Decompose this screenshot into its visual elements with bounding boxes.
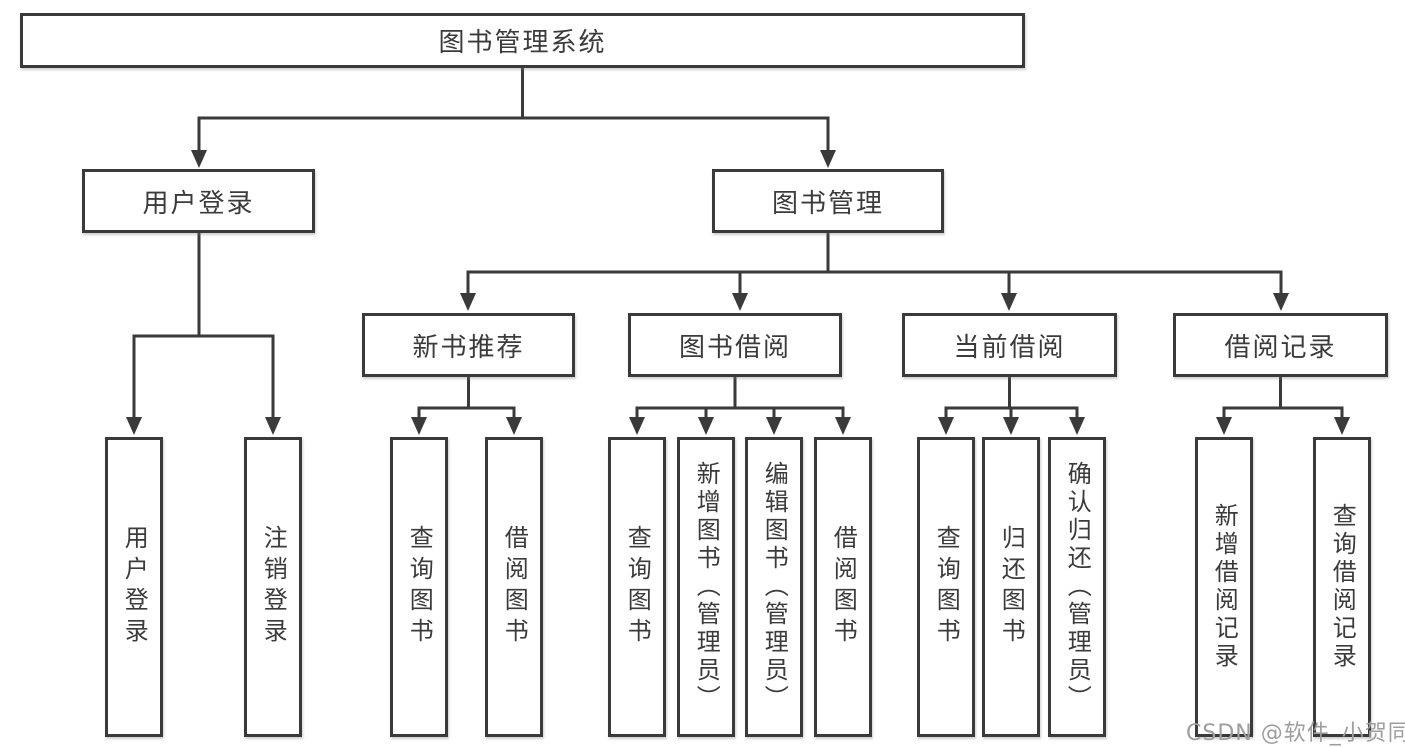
node-current-borrow: 当前借阅 <box>902 313 1117 377</box>
node-book-borrow-label: 图书借阅 <box>678 332 791 363</box>
leaf-label: 查询图书 <box>405 525 434 649</box>
leaf-user-login: 用户登录 <box>105 437 163 737</box>
leaf-query-books-3: 查询图书 <box>917 437 975 737</box>
leaf-query-books-2: 查询图书 <box>608 437 666 737</box>
node-root: 图书管理系统 <box>20 13 1025 68</box>
leaf-label: 注销登录 <box>259 525 288 649</box>
watermark-text: CSDN @软件_小贺同学 <box>1186 721 1405 746</box>
arrowheads <box>126 150 1350 435</box>
leaf-return-books: 归还图书 <box>982 437 1040 737</box>
node-current-borrow-label: 当前借阅 <box>953 332 1066 363</box>
leaf-label: 确认归还（管理员） <box>1063 461 1092 713</box>
node-user-login-label: 用户登录 <box>142 188 255 219</box>
leaf-label: 归还图书 <box>997 525 1026 649</box>
node-user-login: 用户登录 <box>82 169 315 233</box>
leaf-label: 借阅图书 <box>500 525 529 649</box>
leaf-label: 新增借阅记录 <box>1210 503 1239 671</box>
leaf-label: 查询图书 <box>623 525 652 649</box>
node-book-management-label: 图书管理 <box>771 188 884 219</box>
leaf-edit-books-admin: 编辑图书（管理员） <box>745 437 803 737</box>
leaf-add-borrow-record: 新增借阅记录 <box>1195 437 1253 737</box>
node-book-management: 图书管理 <box>712 169 944 233</box>
leaf-borrow-books-2: 借阅图书 <box>814 437 872 737</box>
leaf-label: 查询借阅记录 <box>1328 503 1357 671</box>
leaf-add-books-admin: 新增图书（管理员） <box>677 437 735 737</box>
node-borrow-records: 借阅记录 <box>1173 313 1388 377</box>
leaf-label: 编辑图书（管理员） <box>760 461 789 713</box>
node-new-book-recommend-label: 新书推荐 <box>412 332 525 363</box>
node-new-book-recommend: 新书推荐 <box>362 313 575 377</box>
leaf-query-books: 查询图书 <box>390 437 448 737</box>
leaf-label: 查询图书 <box>932 525 961 649</box>
node-borrow-records-label: 借阅记录 <box>1224 332 1337 363</box>
node-book-borrow: 图书借阅 <box>628 313 842 377</box>
leaf-label: 新增图书（管理员） <box>692 461 721 713</box>
node-root-label: 图书管理系统 <box>438 28 607 58</box>
leaf-label: 借阅图书 <box>829 525 858 649</box>
leaf-confirm-return-admin: 确认归还（管理员） <box>1048 437 1106 737</box>
leaf-label: 用户登录 <box>120 525 149 649</box>
leaf-logout: 注销登录 <box>244 437 302 737</box>
leaf-query-borrow-record: 查询借阅记录 <box>1313 437 1371 737</box>
leaf-borrow-books: 借阅图书 <box>485 437 543 737</box>
